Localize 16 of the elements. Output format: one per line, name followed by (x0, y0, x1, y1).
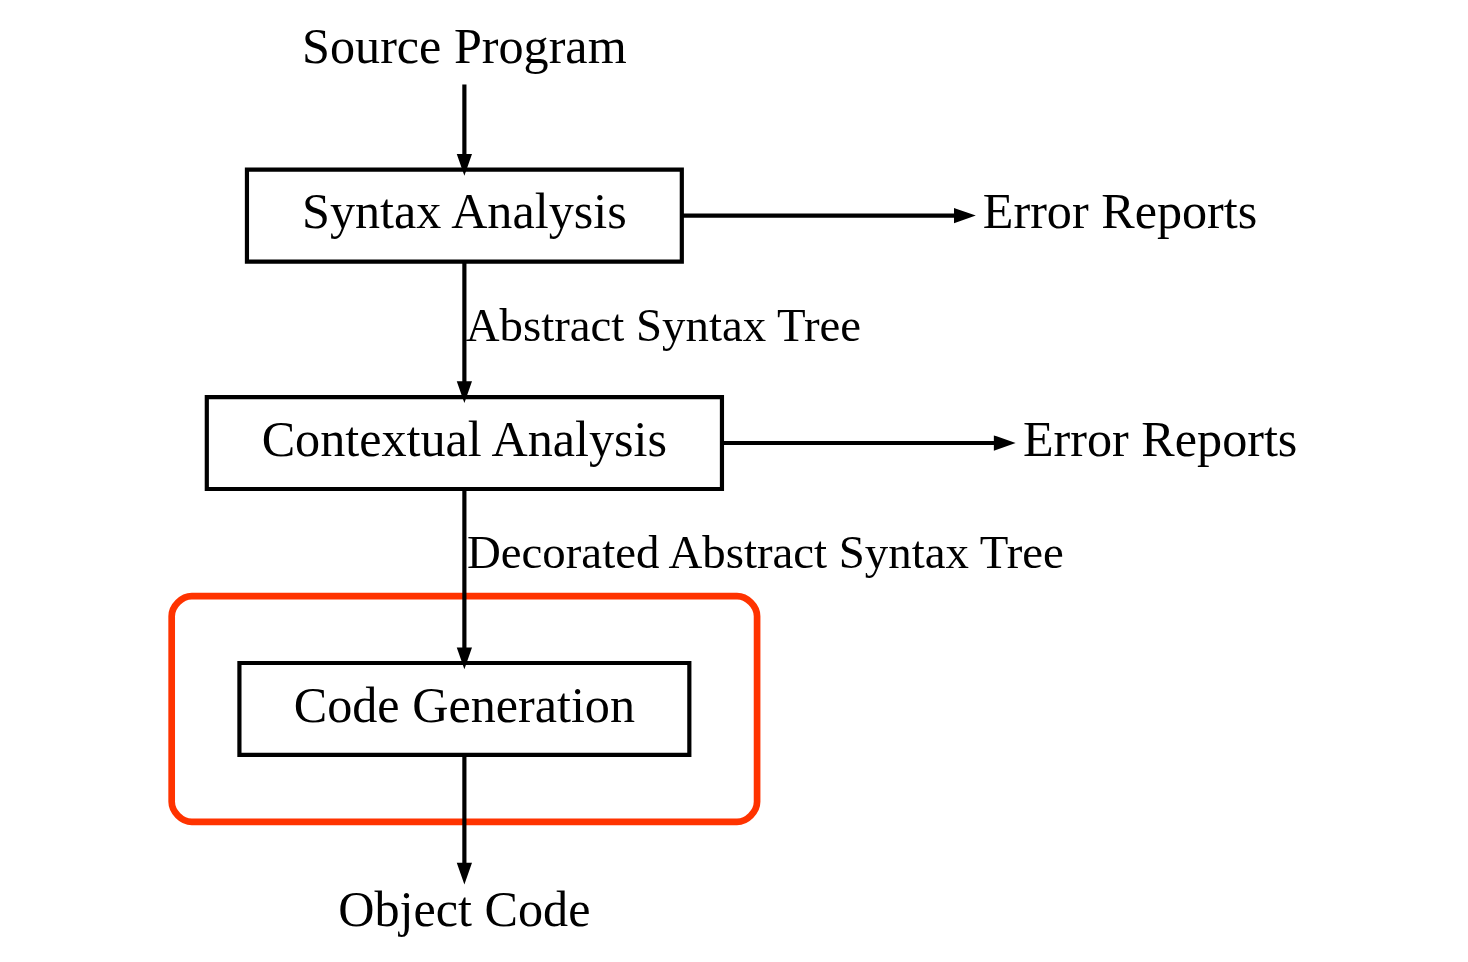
arrow (456, 754, 472, 884)
node-text: Error Reports (982, 182, 1257, 239)
node-box: Syntax Analysis (244, 167, 684, 264)
node-box: Contextual Analysis (204, 394, 724, 491)
arrow (722, 434, 1016, 451)
node-text: Error Reports (1022, 410, 1297, 467)
node-text: Source Program (301, 17, 627, 74)
arrow (681, 207, 976, 223)
arrow (456, 261, 472, 403)
node-box: Code Generation (236, 660, 691, 757)
node-text: Object Code (337, 880, 590, 937)
arrow (456, 84, 472, 176)
edge-label: Decorated Abstract Syntax Tree (466, 525, 1064, 578)
arrow (456, 488, 472, 669)
cluster (167, 592, 760, 825)
edge-label: Abstract Syntax Tree (465, 298, 861, 351)
